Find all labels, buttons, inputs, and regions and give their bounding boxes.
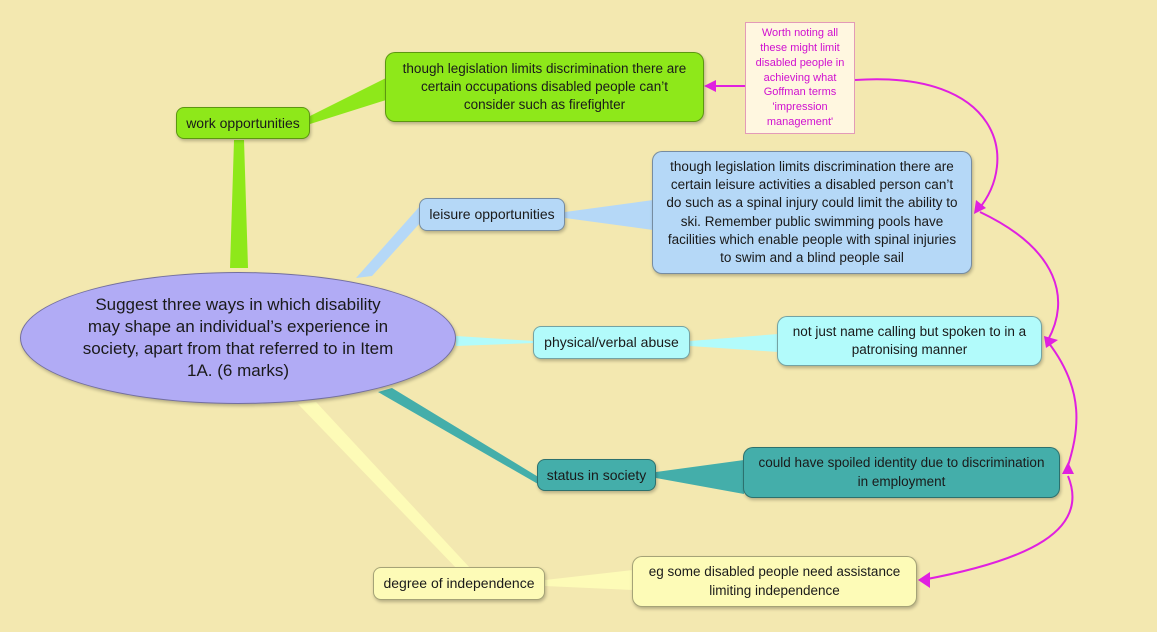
branch-physical-verbal-abuse[interactable]: physical/verbal abuse — [533, 326, 690, 359]
wedge-status — [378, 388, 540, 484]
branch-work-opportunities[interactable]: work opportunities — [176, 107, 310, 139]
wedge-independence — [298, 402, 470, 572]
detail-status[interactable]: could have spoiled identity due to discr… — [743, 447, 1060, 498]
branch-abuse-label: physical/verbal abuse — [544, 334, 679, 351]
branch-leisure-opportunities[interactable]: leisure opportunities — [419, 198, 565, 231]
detail-work-text: though legislation limits discrimination… — [402, 60, 687, 113]
detail-work[interactable]: though legislation limits discrimination… — [385, 52, 704, 122]
wedge-work — [230, 140, 248, 268]
detail-abuse-text: not just name calling but spoken to in a… — [792, 323, 1027, 357]
connector-leisure-to-abuse — [979, 211, 1060, 341]
goffman-note-text: Worth noting all these might limit disab… — [755, 27, 845, 129]
branch-status-in-society[interactable]: status in society — [537, 459, 656, 491]
wedge-work-detail — [310, 78, 386, 124]
detail-independence[interactable]: eg some disabled people need assistance … — [632, 556, 917, 607]
arrow-head-leisure — [974, 200, 986, 214]
wedge-independence-detail — [545, 570, 633, 590]
detail-abuse[interactable]: not just name calling but spoken to in a… — [777, 316, 1042, 366]
branch-status-label: status in society — [546, 466, 647, 483]
goffman-note[interactable]: Worth noting all these might limit disab… — [745, 22, 855, 134]
wedge-status-detail — [656, 460, 744, 494]
arrow-head-independence — [918, 572, 930, 588]
central-topic[interactable]: Suggest three ways in which disability m… — [20, 272, 456, 404]
branch-work-label: work opportunities — [186, 114, 300, 131]
connector-status-to-independence — [921, 475, 1074, 581]
wedge-leisure-detail — [565, 200, 653, 230]
detail-status-text: could have spoiled identity due to discr… — [758, 455, 1045, 489]
central-topic-text: Suggest three ways in which disability m… — [82, 294, 394, 381]
wedge-leisure — [356, 206, 430, 278]
branch-degree-of-independence[interactable]: degree of independence — [373, 567, 545, 600]
wedge-abuse-detail — [690, 334, 778, 352]
connector-abuse-to-status — [1047, 341, 1078, 473]
detail-leisure[interactable]: though legislation limits discrimination… — [652, 151, 972, 274]
wedge-abuse — [456, 336, 534, 346]
detail-independence-text: eg some disabled people need assistance … — [648, 564, 901, 598]
arrow-head-abuse — [1044, 336, 1058, 348]
detail-leisure-text: though legislation limits discrimination… — [666, 158, 958, 265]
arrow-head-status — [1062, 462, 1074, 474]
arrow-head-work — [704, 80, 716, 92]
connector-note-to-leisure — [854, 78, 999, 211]
branch-independence-label: degree of independence — [383, 575, 535, 592]
branch-leisure-label: leisure opportunities — [429, 206, 555, 223]
